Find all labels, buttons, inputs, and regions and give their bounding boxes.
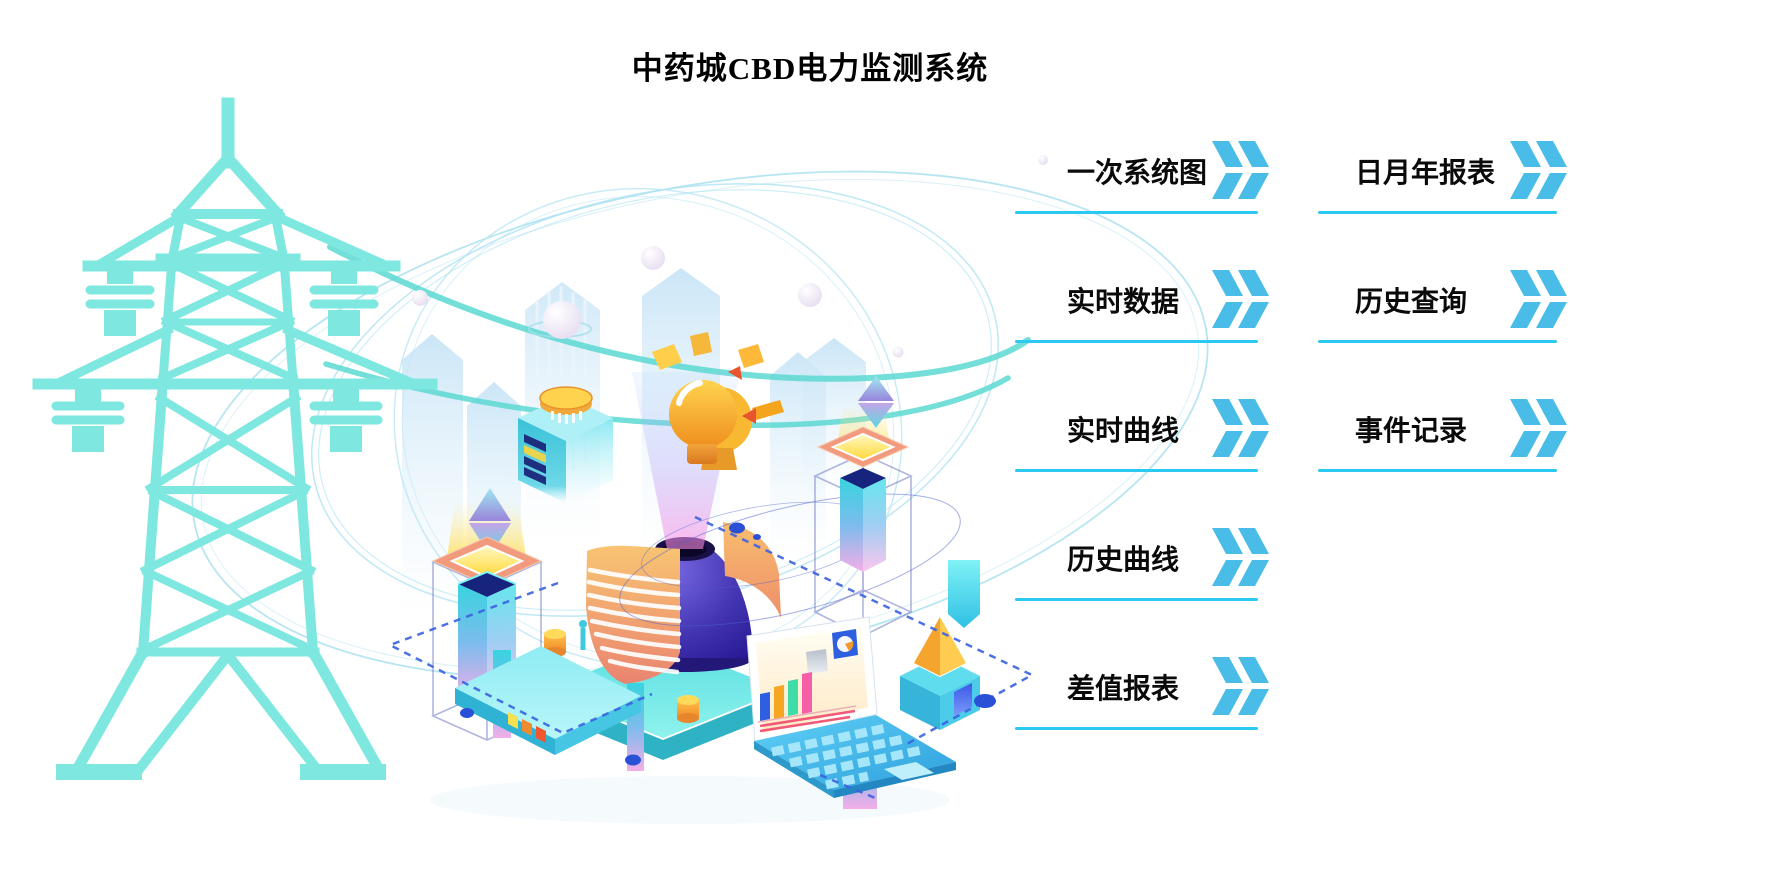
idea-bulb-icon [652,332,784,470]
double-chevron-icon [1510,141,1567,199]
menu-underline [1318,211,1557,214]
menu-underline [1015,469,1258,472]
pyramid-cube-icon [900,560,980,730]
menu-item-label: 历史曲线 [1067,544,1180,575]
double-chevron-icon [1212,141,1269,199]
double-chevron-icon [1510,399,1567,457]
menu-item-label: 一次系统图 [1067,157,1208,188]
menu-item-history-curve[interactable]: 历史曲线 [1015,521,1269,601]
menu-underline [1318,469,1557,472]
menu-item-history-query[interactable]: 历史查询 [1318,263,1567,343]
screen-bar-chart [757,672,857,723]
menu-item-label: 日月年报表 [1355,157,1496,188]
menu-item-primary-system-diagram[interactable]: 一次系统图 [1015,134,1269,214]
menu-underline [1015,211,1258,214]
menu-underline [1015,598,1258,601]
server-tower-icon [518,386,613,503]
menu-item-event-record[interactable]: 事件记录 [1318,392,1567,472]
menu-item-realtime-curve[interactable]: 实时曲线 [1015,392,1269,472]
menu-item-realtime-data[interactable]: 实时数据 [1015,263,1269,343]
menu-item-label: 事件记录 [1355,415,1468,446]
circuit-dashed-lines [386,515,1035,802]
menu-item-difference-report[interactable]: 差值报表 [1015,650,1269,730]
double-chevron-icon [1212,399,1269,457]
trackpad [884,762,934,780]
menu-underline [1318,340,1557,343]
right-pillar-diamond [813,376,913,637]
orbit-spheres [412,155,1048,358]
menu-item-label: 历史查询 [1355,286,1468,317]
keyboard-keys [771,723,923,790]
menu-item-label: 实时曲线 [1067,415,1180,446]
router-icon [455,620,641,755]
left-pillar-diamond [431,488,543,741]
menu-underline [1015,727,1258,730]
double-chevron-icon [1212,270,1269,328]
double-chevron-icon [1510,270,1567,328]
double-chevron-icon [1212,528,1269,586]
page-title: 中药城CBD电力监测系统 [631,50,989,86]
menu-item-label: 差值报表 [1067,673,1180,704]
menu-item-daily-monthly-yearly-report[interactable]: 日月年报表 [1318,134,1567,214]
screen-pie-chart [832,629,858,659]
laptop-icon [746,616,956,798]
menu-underline [1015,340,1258,343]
transmission-tower-icon [32,97,438,780]
double-chevron-icon [1212,657,1269,715]
menu-item-label: 实时数据 [1067,286,1180,317]
